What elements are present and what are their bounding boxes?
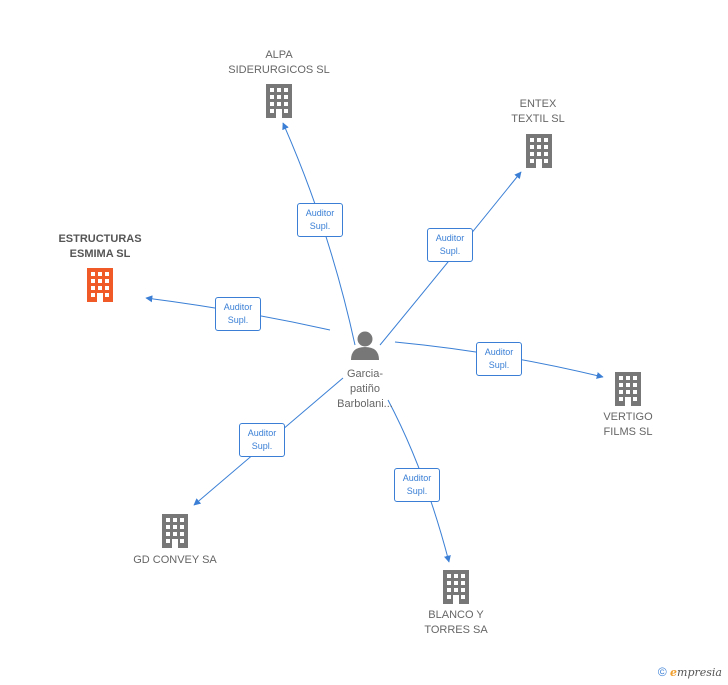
edge-label-role: Auditor [402,473,432,483]
brand-name: empresia [670,666,722,679]
node-label-gdconvey[interactable]: GD CONVEY SA [115,553,235,568]
node-label-line: TORRES SA [424,624,488,636]
brand-rest: mpresia [677,666,722,679]
building-icon-blanco[interactable] [443,570,469,604]
edge-label-role: Auditor [223,302,253,312]
edge-label-role-suffix: Supl. [406,486,428,496]
brand-initial: e [670,666,678,679]
building-icon-alpa[interactable] [266,84,292,118]
node-label-line: ALPA [265,49,293,61]
building-icon-gdconvey[interactable] [162,514,188,548]
edge-label-role: Auditor [435,233,465,243]
node-label-alpa[interactable]: ALPA SIDERURGICOS SL [219,48,339,78]
center-name-line: Barbolani... [337,398,393,410]
node-label-line: ENTEX [519,98,557,110]
copyright-icon: © [657,665,667,679]
edge-label-role: Auditor [305,208,335,218]
building-icon-entex[interactable] [526,134,552,168]
node-label-line: ESTRUCTURAS [58,233,142,245]
node-label-vertigo[interactable]: VERTIGO FILMS SL [568,410,688,440]
edge-label-role-suffix: Supl. [488,360,510,370]
empresia-watermark: © empresia [658,665,722,679]
node-label-line: GD CONVEY SA [133,554,217,566]
edge-label-role-suffix: Supl. [439,246,461,256]
edge-label-role: Auditor [484,347,514,357]
building-icon-estructuras[interactable] [87,268,113,302]
node-label-line: FILMS SL [603,426,653,438]
node-label-estructuras[interactable]: ESTRUCTURAS ESMIMA SL [40,232,160,262]
node-label-line: ESMIMA SL [69,248,131,260]
node-label-line: SIDERURGICOS SL [228,64,330,76]
node-label-line: VERTIGO [603,411,653,423]
building-icon-vertigo[interactable] [615,372,641,406]
edge-label-role-suffix: Supl. [251,441,273,451]
edge-label-role: Auditor [247,428,277,438]
edge-label-role-suffix: Supl. [227,315,249,325]
edge-label-role-suffix: Supl. [309,221,331,231]
person-icon[interactable] [351,331,379,361]
center-name-line: patiño [350,383,380,395]
node-label-blanco[interactable]: BLANCO Y TORRES SA [396,608,516,638]
center-person-label[interactable]: Garcia- patiño Barbolani... [305,367,425,412]
center-name-line: Garcia- [346,368,384,380]
node-label-entex[interactable]: ENTEX TEXTIL SL [478,97,598,127]
node-label-line: BLANCO Y [428,609,484,621]
node-label-line: TEXTIL SL [511,113,565,125]
